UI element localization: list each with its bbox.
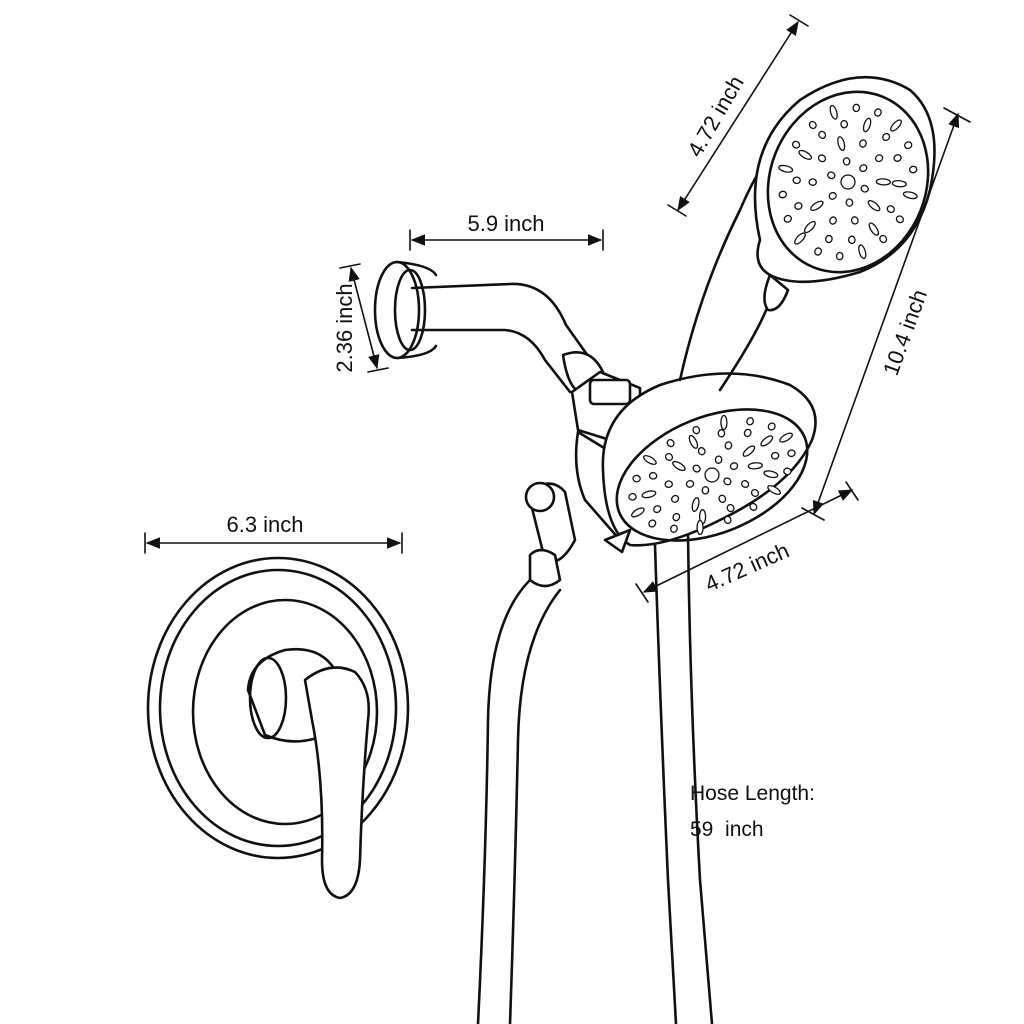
- nozzle: [664, 480, 673, 489]
- nozzle: [696, 519, 704, 536]
- nozzle: [783, 214, 792, 223]
- nozzle: [740, 480, 750, 488]
- hose: [476, 533, 714, 1024]
- nozzle: [692, 425, 701, 435]
- nozzle: [747, 462, 763, 470]
- trim-width-label: 6.3 inch: [226, 512, 303, 537]
- nozzle: [642, 455, 657, 465]
- nozzle: [692, 464, 701, 473]
- hose-length-value: 59 inch: [690, 818, 764, 841]
- nozzle: [779, 432, 793, 443]
- center-nozzle: [840, 174, 856, 190]
- nozzle: [760, 435, 774, 447]
- dimension-trim-width: 6.3 inch: [144, 512, 403, 554]
- nozzle: [664, 452, 674, 462]
- valve-handle: [246, 647, 370, 900]
- nozzle: [746, 417, 754, 426]
- nozzle: [792, 176, 801, 185]
- fixed-head-diameter-label: 4.72 inch: [701, 538, 793, 597]
- nozzle: [770, 451, 780, 460]
- nozzle: [628, 492, 637, 501]
- nozzle: [847, 235, 856, 245]
- nozzle: [852, 103, 861, 113]
- nozzle: [835, 251, 844, 261]
- nozzle: [840, 119, 849, 129]
- nozzle: [787, 449, 796, 458]
- nozzle: [701, 486, 710, 495]
- nozzle: [875, 178, 891, 186]
- center-nozzle: [704, 467, 720, 483]
- nozzle: [729, 462, 739, 471]
- nozzle: [743, 428, 752, 438]
- nozzle: [632, 474, 641, 483]
- nozzle: [697, 447, 706, 456]
- nozzle: [685, 479, 695, 488]
- nozzle: [688, 434, 699, 449]
- nozzle: [783, 467, 792, 476]
- nozzle: [908, 165, 918, 174]
- valve-trim-plate: [146, 556, 410, 860]
- nozzle: [723, 477, 732, 486]
- dimension-flange-height: 2.36 inch: [332, 263, 389, 373]
- nozzle: [714, 455, 723, 464]
- handheld-length-label: 10.4 inch: [878, 286, 932, 378]
- nozzle: [763, 470, 779, 479]
- flange-height-label: 2.36 inch: [332, 283, 357, 372]
- nozzle: [808, 178, 817, 186]
- nozzle: [798, 149, 813, 160]
- nozzle: [794, 232, 806, 245]
- nozzle: [648, 471, 658, 480]
- arm-length-label: 5.9 inch: [467, 211, 544, 236]
- fixed-shower-head: [601, 372, 817, 554]
- nozzle: [850, 216, 859, 225]
- nozzle: [672, 460, 686, 472]
- nozzle: [842, 157, 851, 166]
- nozzle: [767, 422, 776, 431]
- wall-flange: [373, 260, 438, 360]
- nozzle: [778, 190, 788, 199]
- nozzle: [724, 441, 733, 450]
- shower-arm: [410, 282, 605, 394]
- nozzle: [717, 429, 726, 438]
- nozzle: [666, 439, 675, 448]
- nozzle: [845, 198, 854, 207]
- dimension-arm-length: 5.9 inch: [409, 211, 604, 251]
- nozzle: [742, 445, 756, 457]
- hose-length-title: Hose Length:: [690, 782, 815, 805]
- nozzle: [720, 414, 728, 431]
